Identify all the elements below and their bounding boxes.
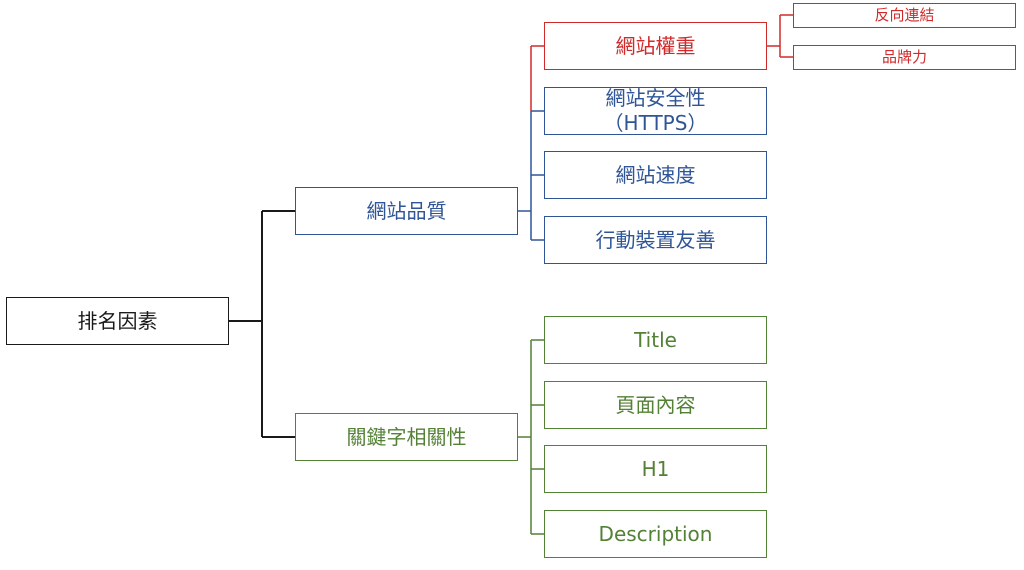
root-label: 排名因素 — [77, 308, 158, 333]
https-label-line1: 網站安全性 — [605, 86, 706, 110]
authority-label: 網站權重 — [615, 33, 696, 58]
backlinks-label: 反向連結 — [874, 6, 935, 25]
relevance-node: 關鍵字相關性 — [295, 413, 518, 461]
speed-node: 網站速度 — [544, 151, 767, 199]
relevance-label: 關鍵字相關性 — [346, 424, 467, 449]
https-label-line2: （HTTPS） — [603, 111, 708, 135]
content-label: 頁面內容 — [615, 392, 696, 417]
relevance-connectors — [518, 339, 544, 535]
title-label: Title — [634, 327, 677, 352]
root-connectors — [229, 210, 295, 438]
h1-label: H1 — [641, 456, 670, 481]
backlinks-node: 反向連結 — [793, 3, 1016, 28]
content-node: 頁面內容 — [544, 381, 767, 429]
description-label: Description — [598, 521, 713, 546]
root-node: 排名因素 — [6, 297, 229, 345]
h1-node: H1 — [544, 445, 767, 493]
mobile-label: 行動裝置友善 — [595, 227, 716, 252]
brand-label: 品牌力 — [881, 48, 927, 67]
authority-connectors — [530, 14, 793, 111]
speed-label: 網站速度 — [615, 162, 696, 187]
authority-node: 網站權重 — [544, 22, 767, 70]
quality-connectors — [518, 110, 544, 241]
description-node: Description — [544, 510, 767, 558]
mobile-node: 行動裝置友善 — [544, 216, 767, 264]
title-node: Title — [544, 316, 767, 364]
https-node: 網站安全性 （HTTPS） — [544, 86, 767, 135]
brand-node: 品牌力 — [793, 45, 1016, 70]
quality-node: 網站品質 — [295, 187, 518, 235]
quality-label: 網站品質 — [366, 198, 447, 223]
